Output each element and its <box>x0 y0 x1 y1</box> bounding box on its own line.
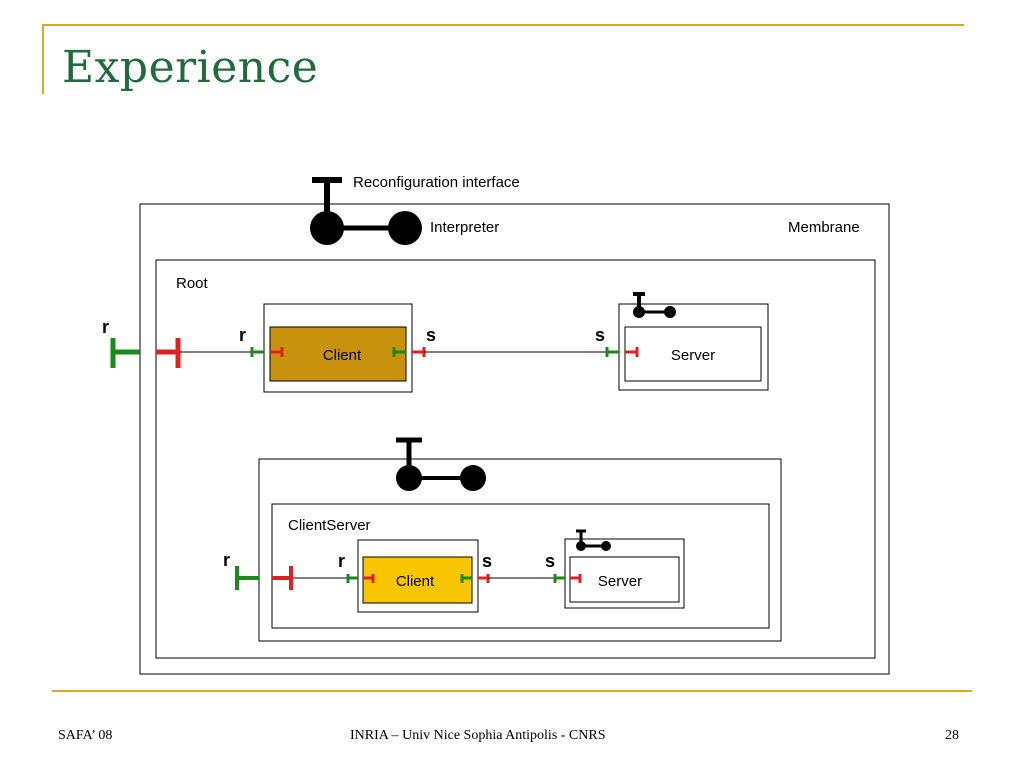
nested-client-box <box>362 556 473 604</box>
clientserver-outer-port-label: r <box>223 550 230 570</box>
clientserver-box <box>271 503 770 629</box>
nested-client-s-port-icon <box>460 574 490 583</box>
footer-center: INRIA – Univ Nice Sophia Antipolis - CNR… <box>350 728 606 743</box>
clientserver-outer-provided-port-icon <box>235 566 259 590</box>
root-server-control-icon <box>633 292 676 318</box>
interpreter-label: Interpreter <box>430 219 499 236</box>
nested-server-port-s-label: s <box>545 551 555 571</box>
nested-server-label: Server <box>598 573 642 590</box>
reconfiguration-interface-label: Reconfiguration interface <box>353 174 520 191</box>
root-client-label: Client <box>323 347 362 364</box>
root-box <box>155 259 876 659</box>
title-rule-vertical <box>42 24 44 94</box>
nested-client-label: Client <box>396 573 435 590</box>
root-outer-provided-port-icon <box>110 338 140 368</box>
root-outer-port-label: r <box>102 317 109 337</box>
clientserver-outer-required-port-icon <box>272 566 293 590</box>
root-label: Root <box>176 275 209 292</box>
root-client-port-r-label: r <box>239 325 246 345</box>
nested-client-port-s-label: s <box>482 551 492 571</box>
membrane-label: Membrane <box>788 219 860 236</box>
root-client-r-port-icon <box>250 347 284 357</box>
title-rule-horizontal <box>42 24 964 26</box>
root-server-port-s-label: s <box>595 325 605 345</box>
nested-server-s-port-icon <box>553 574 582 583</box>
slide-title: Experience <box>62 42 319 93</box>
root-outer-required-port-icon <box>156 338 181 368</box>
clientserver-membrane <box>258 458 782 642</box>
root-server-s-port-icon <box>605 347 639 357</box>
root-server-label: Server <box>671 347 715 364</box>
membrane-box <box>139 203 890 675</box>
clientserver-label: ClientServer <box>288 517 371 534</box>
nested-server-box <box>569 556 680 603</box>
nested-server-control-icon <box>576 529 611 551</box>
root-client-box <box>269 326 407 382</box>
nested-client-port-r-label: r <box>338 551 345 571</box>
footer-rule <box>52 690 972 692</box>
page-number: 28 <box>945 728 959 743</box>
root-client-port-s-label: s <box>426 325 436 345</box>
root-server-box <box>624 326 762 382</box>
footer-left: SAFA’ 08 <box>58 728 113 743</box>
clientserver-control-icon <box>396 437 486 491</box>
nested-client-r-port-icon <box>346 574 375 583</box>
